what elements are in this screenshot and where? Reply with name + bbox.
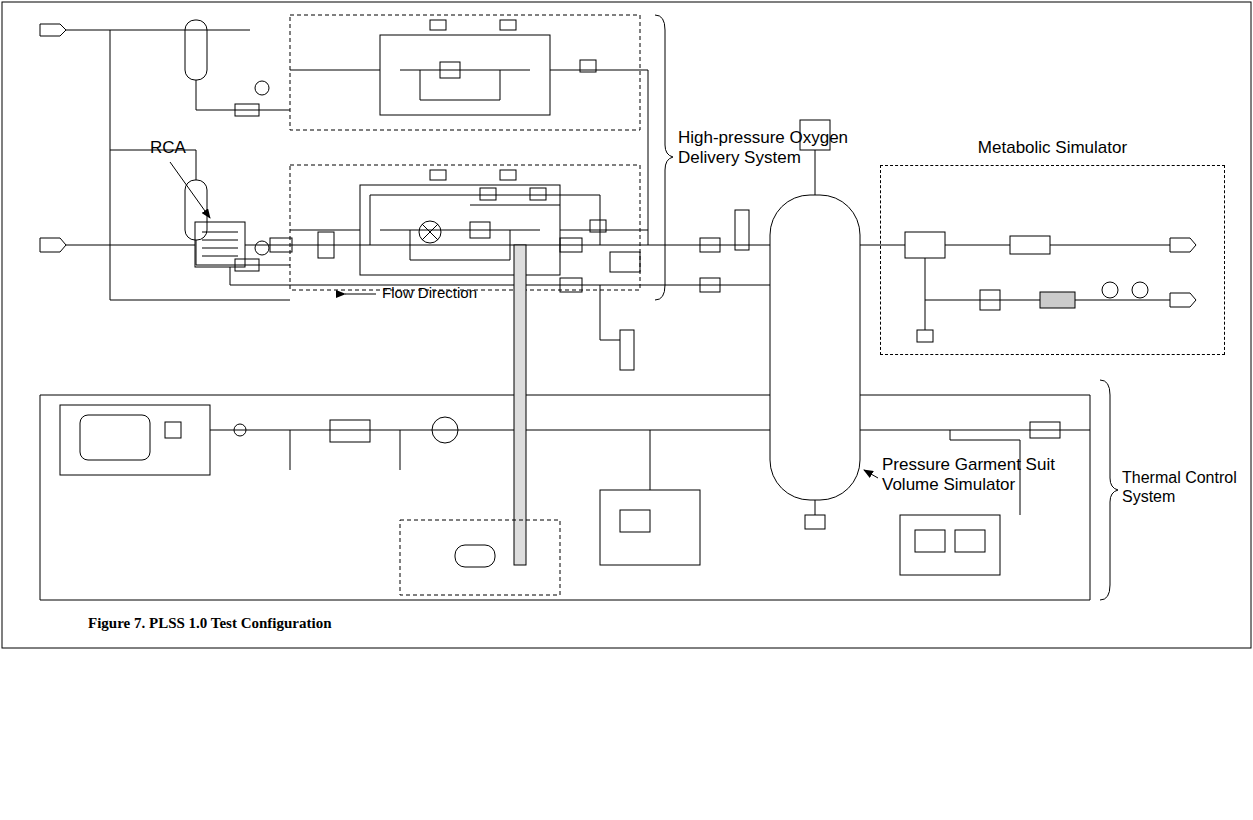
fan [419,221,441,243]
regulator-box [360,185,560,275]
sensor [500,20,516,30]
vacuum-chamber-box [290,15,640,130]
component-box [905,232,945,258]
component-box [560,278,582,292]
pipe [66,245,770,246]
component-box [915,530,945,552]
flow-label: Flow Direction [382,284,507,302]
leader-line [864,470,878,478]
supply-chevron [40,24,66,36]
component-box [270,238,292,252]
vacuum-chamber-box [290,165,640,290]
component-box [455,545,495,567]
pipe [40,395,1090,600]
filter [318,232,334,258]
component-box [700,238,720,252]
valve [470,222,490,238]
bracket [655,15,673,300]
pipe [400,70,530,100]
pipe [925,300,926,330]
pipe [66,30,250,31]
component-box [805,515,825,529]
callout-label: RCA [150,138,210,158]
component-box [330,420,370,442]
component-box [560,238,582,252]
flow-meter [620,330,634,370]
vacuum-chamber-box [60,405,210,475]
sensor [480,188,496,200]
pipe [150,300,290,301]
simulator-parts [770,120,1196,529]
fan-mark [422,224,438,240]
pipe [290,430,400,470]
sub-box [900,515,1000,575]
ventilation-loop [40,162,770,370]
box-heading: Metabolic Simulator [881,138,1224,158]
sensor [165,422,181,438]
thermal-loop [40,245,1118,600]
suit-volume-tank [770,195,860,500]
sub-box [400,520,560,595]
pipe [110,30,150,300]
leader-line [170,162,210,218]
pump [432,417,458,443]
pipe [470,205,560,206]
flow-arrow [345,294,376,295]
pipe [600,285,620,340]
component-box [700,278,720,292]
component-box [1030,422,1060,438]
pipe [815,150,816,515]
sensor [530,188,546,200]
system-label: High-pressure Oxygen Delivery System [678,128,893,169]
component-box [917,330,933,342]
gauge [255,81,269,95]
component-box [955,530,985,552]
rca-box [195,222,245,267]
subsystem-box: Metabolic Simulator [880,165,1225,355]
gauge [255,241,269,255]
supply-chevron [1170,293,1196,307]
component-box [980,290,1000,310]
component-box [1010,236,1050,254]
bracket [1100,380,1118,600]
supply-chevron [40,238,66,252]
pipe [640,230,648,231]
sub-box [600,490,700,565]
valve [440,62,460,78]
gauge [1102,282,1118,298]
filter [1040,292,1075,308]
oxygen-tank [185,20,207,80]
rca-bed [202,232,238,256]
valve [234,424,246,436]
pipe [230,267,770,285]
sensor [500,170,516,180]
supply-chevron [1170,238,1196,252]
component-box [610,252,640,272]
component-box [235,259,259,271]
sensor [590,220,606,232]
heat-exchanger [80,415,150,460]
sensor [430,20,446,30]
system-label: Thermal Control System [1122,468,1250,506]
figure-caption: Figure 7. PLSS 1.0 Test Configuration [88,614,332,632]
umbilical-pipe [514,245,526,565]
gauge [1132,282,1148,298]
flow-meter [735,210,749,250]
pipe [196,80,290,110]
sensor [580,60,596,72]
component-box [620,510,650,532]
sensor [430,170,446,180]
callout-label: Pressure Garment Suit Volume Simulator [882,455,1082,496]
pipe [640,70,648,245]
regulator-box [380,35,550,115]
oxygen-piping [40,15,673,300]
component-box [235,104,259,116]
pipe [860,245,1170,246]
figure-frame [2,2,1251,648]
